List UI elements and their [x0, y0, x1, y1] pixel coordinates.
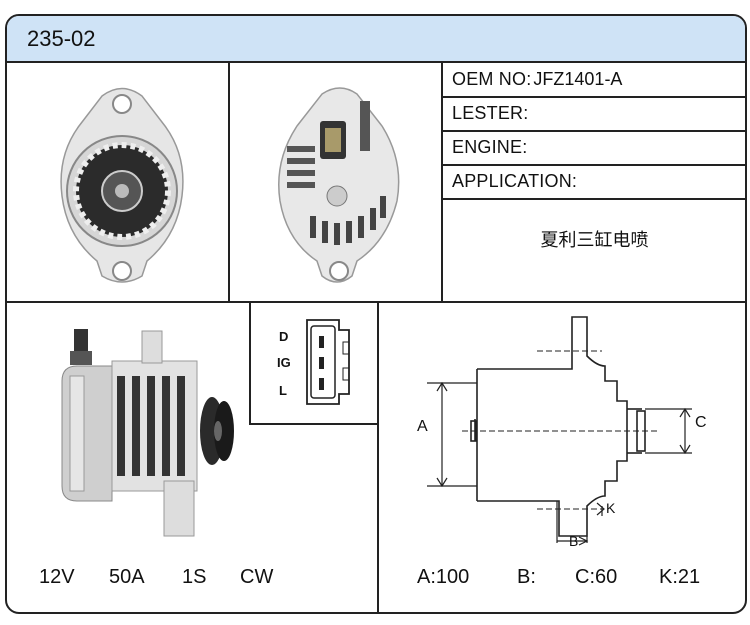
top-divider-2 — [441, 61, 443, 301]
engine-row: ENGINE: — [444, 131, 745, 164]
part-number-title: 235-02 — [27, 26, 96, 51]
alternator-rear-photo — [278, 87, 400, 283]
dim-k-value: K:21 — [659, 566, 701, 588]
spec-current: 50A — [109, 566, 145, 588]
header-bar: 235-02 — [7, 16, 745, 63]
pin-l-label: L — [279, 383, 287, 398]
lester-row: LESTER: — [444, 97, 745, 130]
connector-box-bottom — [249, 423, 379, 425]
connector-drawing — [306, 319, 350, 405]
top-divider-1 — [228, 61, 230, 301]
dim-c-label: C — [695, 414, 707, 431]
lester-label: LESTER: — [452, 103, 529, 123]
dimension-diagram — [427, 316, 692, 546]
oem-value: JFZ1401-A — [533, 69, 623, 89]
dim-k-label: K — [606, 500, 616, 516]
connector-box-left — [249, 303, 251, 425]
dim-a-label: A — [417, 418, 428, 435]
info-line-3 — [443, 164, 745, 166]
info-line-2 — [443, 130, 745, 132]
application-value: 夏利三缸电喷 — [540, 230, 649, 251]
application-row: APPLICATION: — [444, 165, 745, 198]
pin-ig-label: IG — [277, 355, 291, 370]
dim-b-label: B — [569, 533, 579, 549]
dim-a-value: A:100 — [417, 566, 470, 588]
spec-pulley: 1S — [182, 566, 207, 588]
spec-voltage: 12V — [39, 566, 75, 588]
alternator-front-photo — [60, 87, 184, 283]
bottom-divider — [377, 303, 379, 612]
info-line-4 — [443, 198, 745, 200]
alternator-side-photo — [61, 329, 234, 537]
middle-divider — [7, 301, 745, 303]
application-label: APPLICATION: — [452, 171, 578, 191]
oem-label: OEM NO: — [452, 69, 532, 89]
oem-row: OEM NO:JFZ1401-A — [444, 63, 745, 96]
spec-rotation: CW — [240, 566, 274, 588]
pin-d-label: D — [279, 329, 289, 344]
dim-b-value: B: — [517, 566, 536, 588]
info-line-1 — [443, 96, 745, 98]
product-sheet: 235-02 OEM NO:JFZ1401-A LESTER: ENGINE: … — [5, 14, 747, 614]
engine-label: ENGINE: — [452, 137, 528, 157]
dim-c-value: C:60 — [575, 566, 618, 588]
